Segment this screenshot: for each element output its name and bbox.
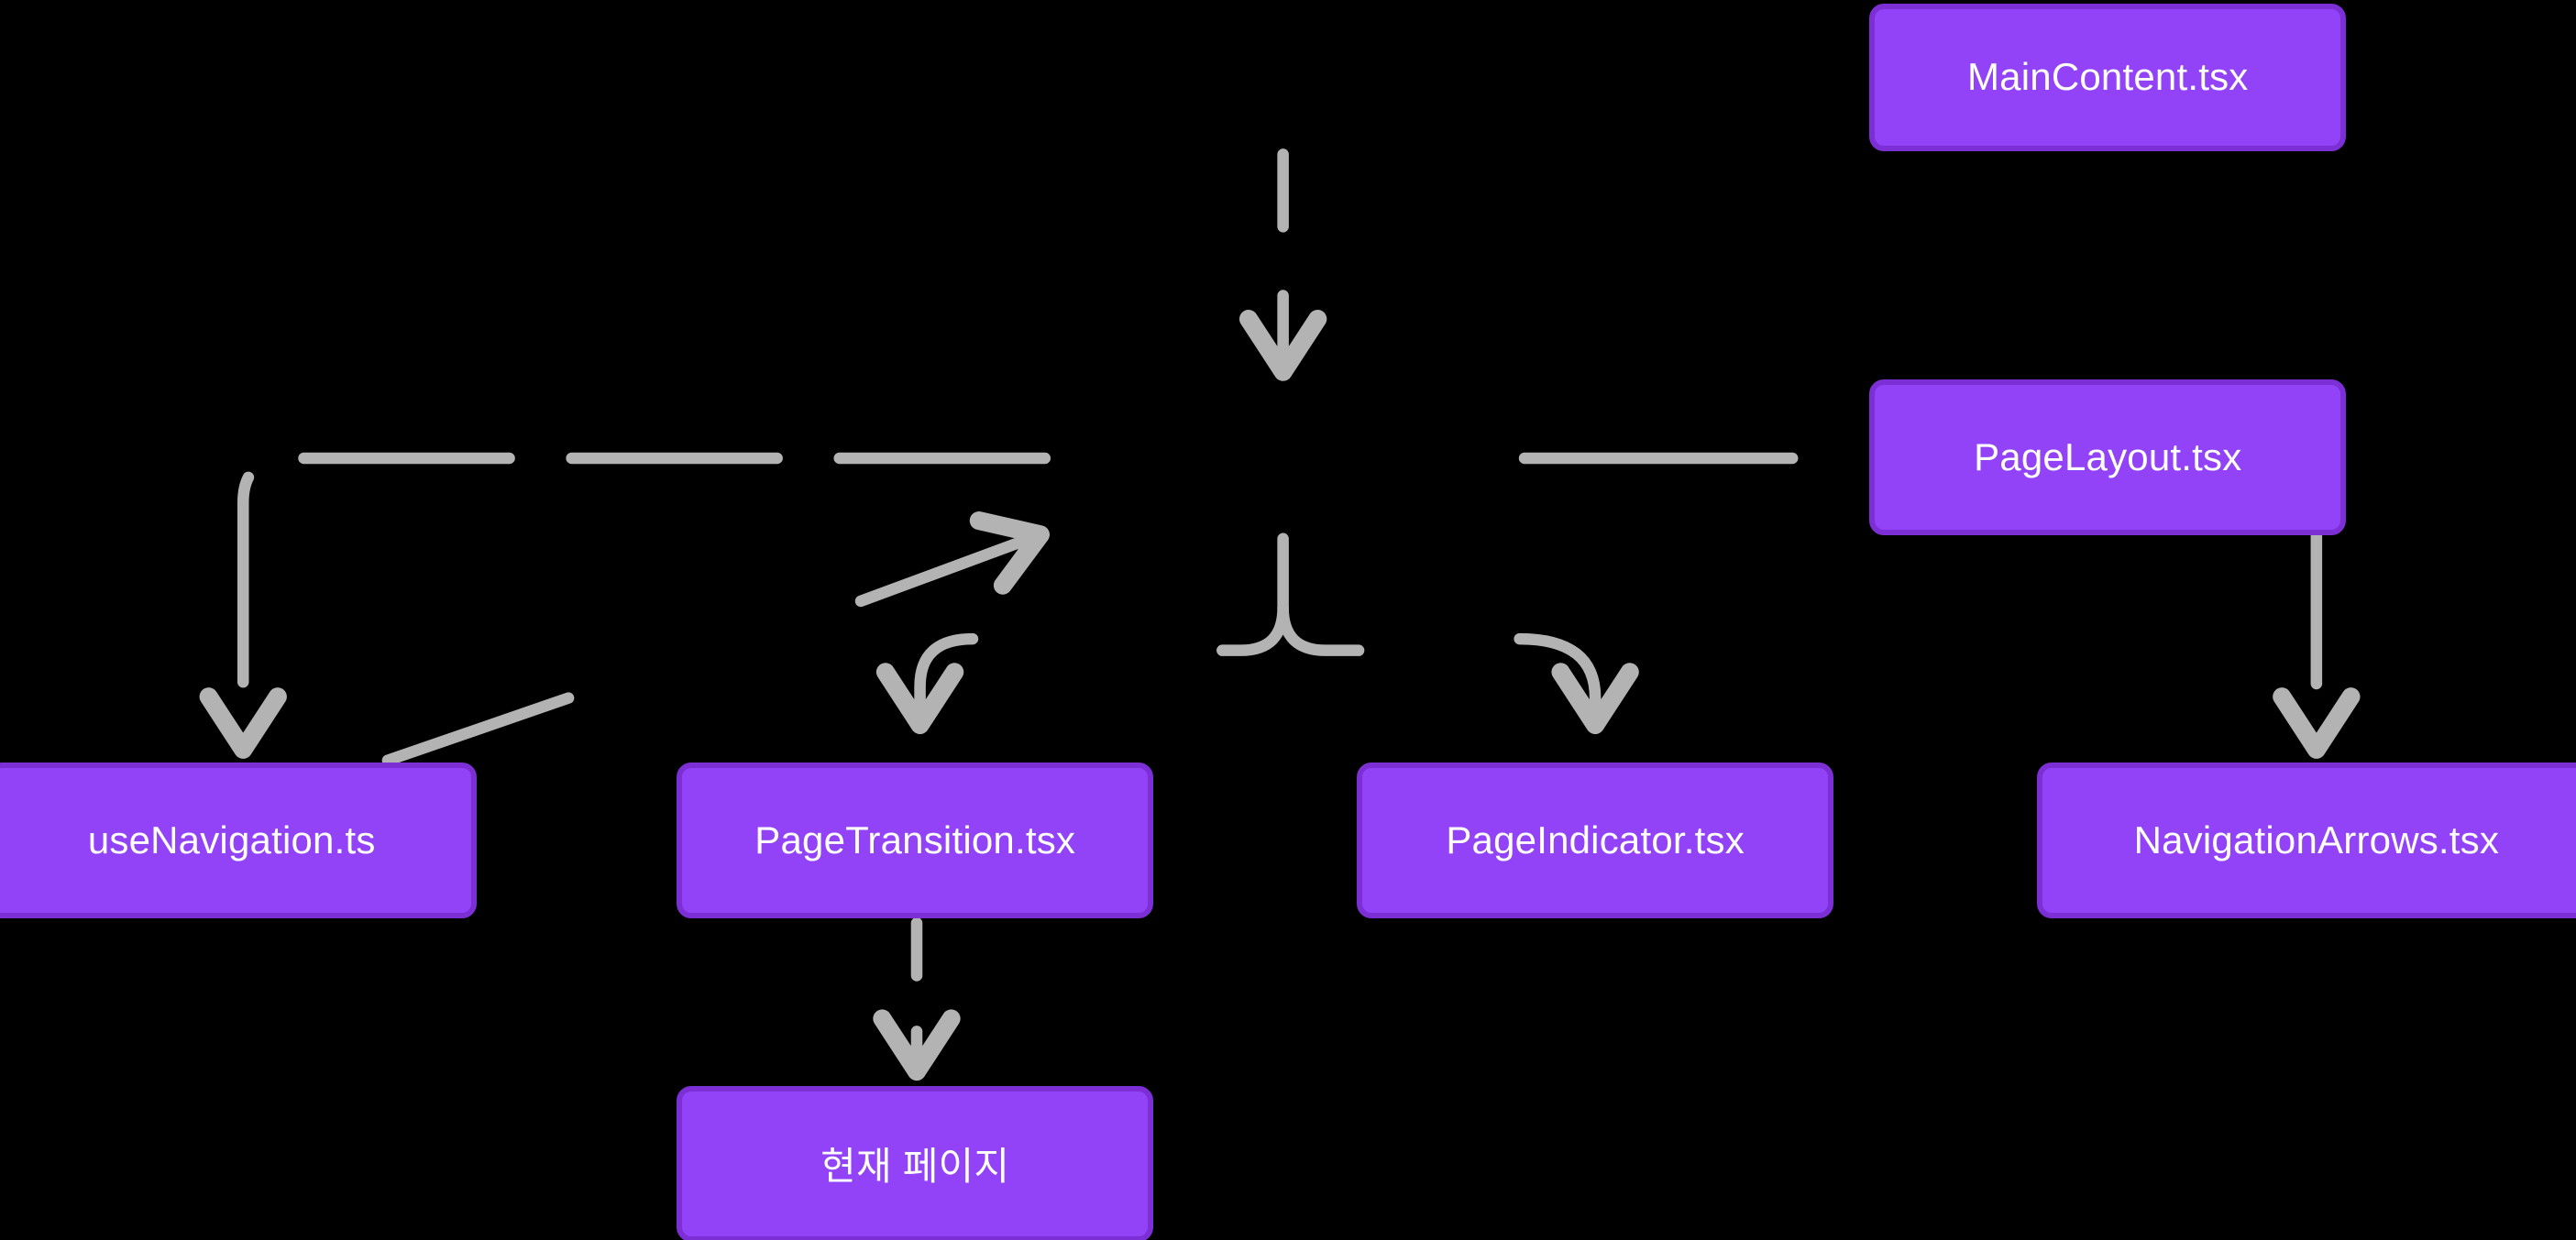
node-page-layout-label: PageLayout.tsx <box>1974 435 2242 479</box>
node-page-transition-label: PageTransition.tsx <box>754 818 1076 861</box>
node-navigation-arrows[interactable]: NavigationArrows.tsx <box>2037 762 2576 918</box>
node-use-navigation-label: useNavigation.ts <box>87 818 376 861</box>
node-use-navigation[interactable]: useNavigation.ts <box>0 762 477 918</box>
edge-page-layout-to-use-navigation <box>199 452 1051 759</box>
edge-page-indicator-drop <box>1514 632 1639 735</box>
node-page-layout[interactable]: PageLayout.tsx <box>1869 379 2347 536</box>
edge-page-layout-to-page-indicator <box>1277 601 1365 656</box>
node-current-page[interactable]: 현재 페이지 <box>677 1085 1154 1240</box>
node-navigation-arrows-label: NavigationArrows.tsx <box>2133 818 2500 861</box>
node-page-transition[interactable]: PageTransition.tsx <box>677 762 1154 918</box>
edge-page-transition-drop <box>875 632 979 735</box>
node-page-indicator-label: PageIndicator.tsx <box>1446 818 1745 861</box>
edge-diagonal-into-page-layout <box>854 511 1050 608</box>
node-current-page-label: 현재 페이지 <box>820 1145 1010 1189</box>
edge-page-layout-to-page-transition <box>1216 532 1289 656</box>
edge-diagonal-use-navigation <box>381 692 575 766</box>
node-main-content[interactable]: MainContent.tsx <box>1869 3 2347 151</box>
node-page-indicator[interactable]: PageIndicator.tsx <box>1357 762 1833 918</box>
node-main-content-label: MainContent.tsx <box>1967 55 2249 99</box>
